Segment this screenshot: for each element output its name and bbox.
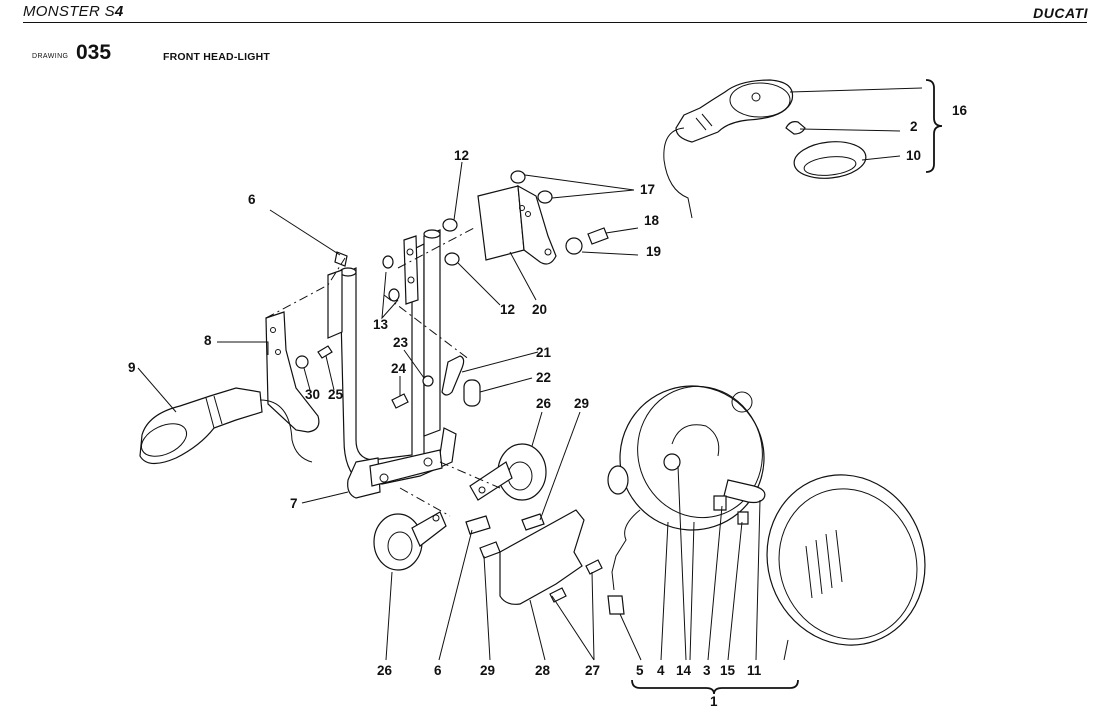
brand-logo: DUCATI (1033, 5, 1088, 21)
left-bracket-plate (265, 269, 343, 433)
callout: 29 (480, 663, 495, 678)
washer-23 (422, 375, 434, 387)
screw-29-upper (521, 513, 545, 531)
screw-25 (317, 345, 333, 359)
spacer-13-top (382, 255, 394, 269)
callout: 19 (646, 244, 661, 259)
assembly-lines (265, 227, 501, 517)
callout: 21 (536, 345, 552, 360)
grommet-22 (463, 379, 481, 407)
right-turn-signal (663, 79, 794, 219)
page-header: MONSTER S4 DUCATI (0, 0, 1110, 24)
callout: 22 (536, 370, 551, 385)
callout: 23 (393, 335, 409, 350)
callout: 14 (676, 663, 692, 678)
small-bracket (477, 184, 557, 265)
callout: 29 (574, 396, 589, 411)
brace-1 (631, 679, 799, 695)
callout: 12 (454, 148, 469, 163)
callout-labels: 1 2 3 4 5 6 6 7 8 9 10 11 12 12 13 14 15… (128, 103, 968, 709)
callout: 15 (720, 663, 736, 678)
callout: 18 (644, 213, 660, 228)
horn-lower (373, 511, 447, 571)
bulb-holder (737, 511, 749, 525)
connector-5 (607, 595, 625, 615)
spacer-12-top (442, 218, 458, 232)
callout: 5 (636, 663, 644, 678)
callout: 8 (204, 333, 212, 348)
drawing-label: DRAWING (32, 53, 69, 60)
callout: 3 (703, 663, 711, 678)
spacer-12-bottom (444, 252, 460, 266)
headlight-wiring (611, 509, 641, 591)
callout: 10 (906, 148, 921, 163)
callout: 24 (391, 361, 407, 376)
callout: 1 (710, 694, 718, 709)
headlight-lens (766, 474, 926, 646)
spacer-13-bottom (388, 288, 400, 302)
callout: 12 (500, 302, 515, 317)
callout: 6 (248, 192, 256, 207)
callout: 27 (585, 663, 600, 678)
callout: 16 (952, 103, 968, 118)
callout: 25 (328, 387, 344, 402)
model-suffix: 4 (114, 3, 124, 20)
screw-29-lower (479, 541, 501, 559)
left-turn-signal (139, 387, 313, 465)
callout: 11 (747, 663, 762, 678)
callout: 13 (373, 317, 389, 332)
clip-21 (441, 355, 465, 396)
callout: 26 (536, 396, 552, 411)
callout: 17 (640, 182, 655, 197)
screw-24 (391, 393, 409, 409)
screw-6-top (334, 251, 348, 267)
screw-27-right (585, 559, 603, 575)
washer-19 (565, 237, 583, 255)
model-name: MONSTER S4 (23, 3, 124, 20)
callout: 20 (532, 302, 547, 317)
parking-bulb (713, 495, 727, 511)
header-divider (23, 22, 1087, 23)
callout: 6 (434, 663, 442, 678)
leader-lines (137, 87, 923, 661)
model-prefix: MONSTER S (23, 3, 115, 20)
callout: 2 (910, 119, 918, 134)
callout: 26 (377, 663, 393, 678)
screw-6-lower (465, 515, 491, 535)
callout: 7 (290, 496, 298, 511)
brace-16 (925, 79, 943, 173)
callout: 4 (657, 663, 665, 678)
drawing-number: 035 (76, 41, 112, 64)
callout: 28 (535, 663, 551, 678)
callout: 30 (305, 387, 320, 402)
turn-signal-lens (793, 141, 867, 179)
nut-17-top (510, 170, 526, 184)
bulb (785, 121, 806, 135)
nut-17-lower (537, 190, 553, 204)
washer-30 (295, 355, 309, 369)
horn-upper (469, 443, 547, 501)
headlight-bulb (723, 479, 766, 504)
drawing-title: FRONT HEAD-LIGHT (163, 51, 271, 63)
callout: 9 (128, 360, 136, 375)
screw-27-left (549, 587, 567, 603)
screw-18 (587, 227, 609, 245)
horn-plate (499, 509, 585, 605)
